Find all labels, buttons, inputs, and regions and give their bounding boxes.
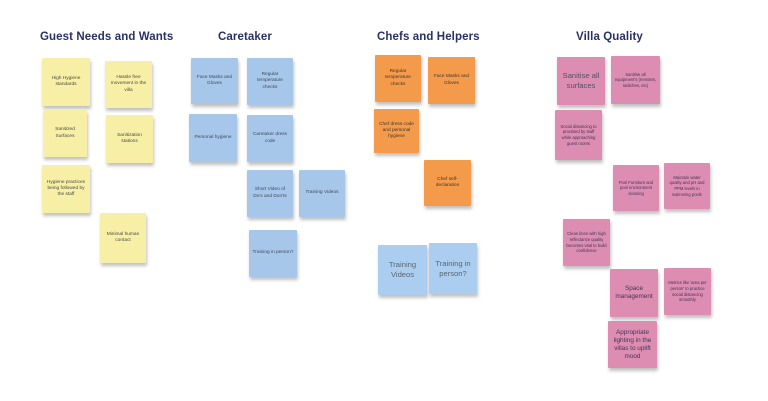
- sticky-note[interactable]: Face Masks and Gloves: [191, 58, 238, 104]
- column-title-villa-quality: Villa Quality: [576, 31, 643, 43]
- column-title-caretaker: Caretaker: [218, 31, 272, 43]
- column-title-chefs-and-helpers: Chefs and Helpers: [377, 31, 480, 43]
- sticky-note[interactable]: High Hygiene standards: [42, 58, 90, 106]
- sticky-note[interactable]: Pool Furniture and pool environment clea…: [613, 165, 659, 211]
- column-title-guest-needs-and-wants: Guest Needs and Wants: [40, 31, 174, 43]
- sticky-note[interactable]: Training Videos: [378, 245, 427, 295]
- sticky-note[interactable]: Short Video of Do's and Don'ts: [247, 170, 293, 217]
- sticky-note[interactable]: Metrics like 'area per person' to practi…: [664, 268, 711, 315]
- sticky-note[interactable]: Social distancing to practised by staff …: [555, 110, 602, 160]
- sticky-note[interactable]: Personal hygiene: [189, 114, 237, 162]
- sticky-note[interactable]: Appropriate lighting in the villas to up…: [608, 321, 657, 368]
- sticky-note[interactable]: Hassle free movement in the villa: [105, 61, 152, 108]
- sticky-note[interactable]: Chef self-declaration: [424, 160, 471, 206]
- sticky-note[interactable]: Face Masks and Gloves: [428, 57, 475, 104]
- sticky-note[interactable]: Sanitise all equipment's (remotes, switc…: [611, 56, 660, 104]
- sticky-note[interactable]: Sanitized Surfaces: [43, 110, 87, 157]
- sticky-note[interactable]: Training in person?: [249, 230, 297, 277]
- sticky-note[interactable]: Minimal human contact: [100, 213, 146, 263]
- sticky-note[interactable]: Regular temperature checks: [375, 55, 421, 102]
- sticky-note[interactable]: Clean linen with high reflectance qualit…: [563, 219, 610, 266]
- sticky-note[interactable]: Maintain water quality and pH and PPM le…: [664, 163, 710, 209]
- sticky-note[interactable]: Training in person?: [429, 243, 477, 294]
- sticky-note[interactable]: Chef dress code and personal hygiene: [374, 109, 419, 153]
- sticky-note[interactable]: Space management: [610, 269, 658, 317]
- sticky-note[interactable]: Sanitise all surfaces: [557, 57, 605, 105]
- sticky-note[interactable]: Hygiene practices being followed by the …: [42, 165, 90, 213]
- sticky-note[interactable]: Caretaker dress code: [247, 115, 293, 162]
- sticky-note[interactable]: Regular temperature checks: [247, 58, 293, 105]
- sticky-note[interactable]: Sanitization stations: [106, 115, 153, 163]
- sticky-note[interactable]: Training Videos: [299, 170, 345, 217]
